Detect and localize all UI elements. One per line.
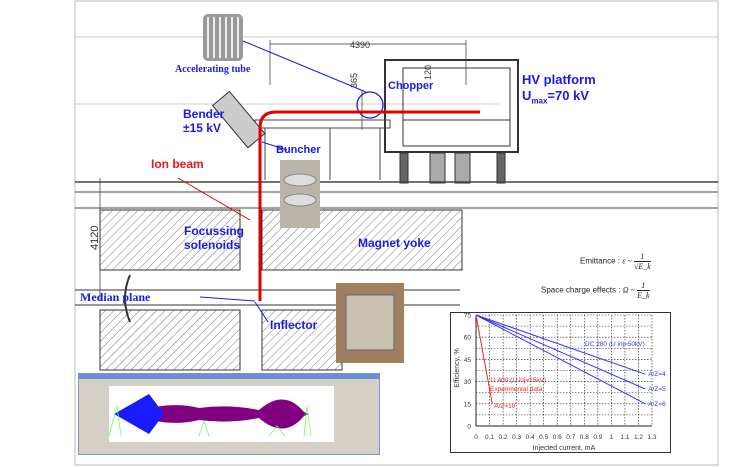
sim-envelope-svg [109, 394, 312, 437]
beam-envelope-entry [114, 394, 164, 434]
series-label: A/Z=6 [648, 401, 666, 408]
buncher-pointer [261, 141, 288, 151]
x-tick-label: 0.3 [512, 434, 521, 441]
hv-platform-frame [384, 59, 519, 184]
chart-ylabel: Efficiency, % [454, 348, 461, 387]
x-tick-label: 1.2 [634, 434, 643, 441]
emittance-fraction: 1√E_k [633, 252, 651, 271]
x-tick-label: 0.9 [593, 434, 602, 441]
series-line-az4 [475, 314, 646, 375]
ion-beam-pointer [177, 177, 251, 221]
space-charge-lhs: Ω ~ [622, 285, 635, 295]
annotation-experimental: Experimental data [490, 386, 543, 393]
label-focussing-solenoids: Focussing solenoids [184, 224, 244, 252]
y-tick-label: 30 [464, 379, 472, 386]
inflector-pointer [254, 301, 269, 323]
umax-sub: max [531, 96, 548, 106]
umax-value: =70 kV [547, 88, 589, 103]
chart-xlabel: Injected current, mA [533, 445, 596, 452]
inflector-photo [336, 283, 404, 363]
label-inflector: Inflector [270, 318, 318, 332]
annotation-u400: U 400 (U inj=15kV) [491, 377, 546, 384]
space-charge-den: E_k [637, 291, 650, 300]
x-tick-label: 0.5 [539, 434, 548, 441]
label-magnet-yoke: Magnet yoke [358, 236, 431, 250]
support-structure [75, 119, 718, 209]
hv-platform-title: HV platform [522, 72, 596, 87]
x-tick-label: 0.8 [580, 434, 589, 441]
series-line-az6 [475, 314, 646, 405]
dim-4390: 4390 [350, 40, 370, 50]
label-buncher: Buncher [276, 144, 321, 156]
x-tick-label: 0.2 [499, 434, 508, 441]
efficiency-chart [450, 312, 671, 453]
emittance-lhs: ε ~ [622, 256, 632, 266]
series-line-az10 [475, 314, 493, 404]
x-tick-label: 1 [610, 434, 614, 441]
series-line-az5 [475, 314, 646, 390]
sim-titlebar [79, 374, 379, 379]
dim-365: 365 [349, 73, 359, 88]
y-tick-label: 75 [464, 313, 472, 320]
x-tick-label: 0.1 [485, 434, 494, 441]
ion-beam-path [258, 110, 480, 301]
umax-symbol: U [522, 88, 532, 103]
hv-platform-umax: Umax=70 kV [522, 88, 596, 110]
y-tick-label: 0 [467, 424, 471, 431]
bender-voltage: ±15 kV [183, 121, 221, 135]
bender-title: Bender [183, 107, 225, 121]
drawing-frame [74, 0, 719, 466]
x-tick-label: 1.1 [620, 434, 629, 441]
field-profile [109, 405, 312, 437]
x-tick-label: 0 [474, 434, 478, 441]
median-plane-pointer [199, 296, 256, 302]
series-label: A/Z=10 [494, 403, 516, 410]
series-label: A/Z=4 [648, 371, 666, 378]
space-charge-num: 1 [637, 281, 650, 291]
x-tick-label: 0.6 [553, 434, 562, 441]
buncher-photo [280, 160, 320, 228]
chopper-marker-circle [356, 91, 384, 119]
label-median-plane: Median plane [80, 290, 151, 304]
label-chopper: Chopper [388, 80, 434, 92]
emittance-num: 1 [633, 252, 651, 262]
x-tick-label: 1.3 [647, 434, 656, 441]
emittance-den: √E_k [633, 262, 651, 271]
annotation-dc280: DC 280 (U inj=50kV) [585, 341, 645, 348]
space-charge-label: Space charge effects : [541, 285, 621, 295]
y-tick-label: 45 [464, 357, 472, 364]
focussing-line2: solenoids [184, 238, 241, 252]
beam-simulation-screenshot [78, 373, 380, 455]
accelerating-tube-photo [203, 14, 243, 61]
label-accelerating-tube: Accelerating tube [175, 64, 251, 75]
dim-120: 120 [423, 65, 433, 80]
beam-envelope [129, 399, 309, 429]
series-label: A/Z=5 [648, 386, 666, 393]
label-bender: Bender ±15 kV [183, 107, 224, 135]
focussing-line1: Focussing [184, 224, 245, 238]
label-ion-beam: Ion beam [151, 157, 204, 171]
emittance-formula: Emittance : ε ~ 1√E_k [580, 252, 651, 271]
emittance-label: Emittance : [580, 256, 621, 266]
y-tick-label: 15 [464, 401, 472, 408]
dim-4120: 4120 [89, 226, 101, 250]
accelerating-tube-pointer [242, 40, 367, 93]
y-tick-label: 60 [464, 335, 472, 342]
x-tick-label: 0.4 [526, 434, 535, 441]
sim-envelope-plot [109, 386, 334, 442]
label-hv-platform: HV platform Umax=70 kV [522, 72, 596, 110]
x-tick-label: 0.7 [566, 434, 575, 441]
bender-drawing [211, 90, 266, 149]
